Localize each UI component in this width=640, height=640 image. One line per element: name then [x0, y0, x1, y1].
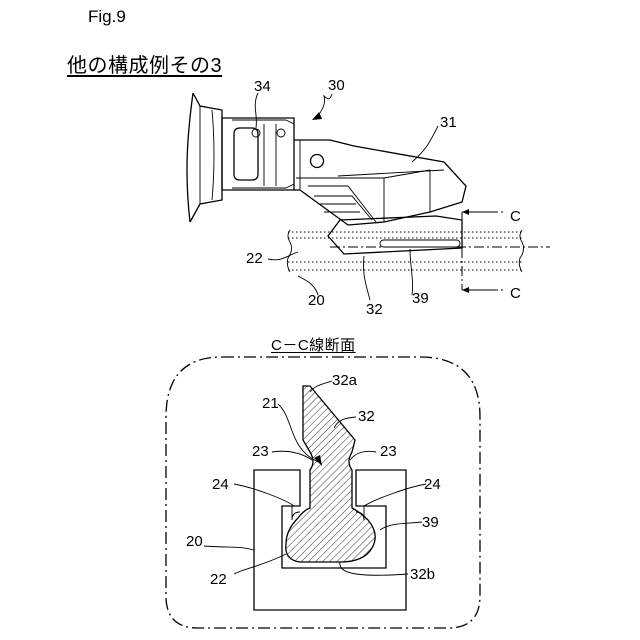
label-section-c-top: C [510, 208, 521, 225]
label-32: 32 [366, 301, 383, 318]
label-32-section: 32 [358, 408, 375, 425]
label-39: 39 [412, 290, 429, 307]
label-31: 31 [440, 114, 457, 131]
label-30: 30 [328, 77, 345, 94]
label-23-left: 23 [252, 443, 269, 460]
label-32a: 32a [332, 372, 358, 389]
label-34: 34 [254, 78, 271, 95]
section-view: 32a 21 32 23 23 24 24 39 20 22 32b [166, 357, 480, 628]
blade-holder-31 [294, 140, 466, 225]
label-20: 20 [308, 292, 325, 309]
label-24-right: 24 [424, 476, 441, 493]
handle-body [187, 93, 222, 222]
top-view: 34 30 31 C 22 C 20 32 39 [187, 77, 550, 318]
attachment-34 [222, 118, 294, 190]
label-22: 22 [246, 250, 263, 267]
label-20-section: 20 [186, 533, 203, 550]
label-22-section: 22 [210, 571, 227, 588]
rail-20 [287, 230, 550, 272]
label-24-left: 24 [212, 476, 229, 493]
label-39-section: 39 [422, 514, 439, 531]
top-view-leaders [255, 93, 438, 300]
section-line-c [462, 209, 504, 293]
label-23-right: 23 [380, 443, 397, 460]
label-21: 21 [262, 395, 279, 412]
label-section-c-bottom: C [510, 285, 521, 302]
blade-32 [328, 216, 462, 254]
label-32b: 32b [410, 566, 435, 583]
